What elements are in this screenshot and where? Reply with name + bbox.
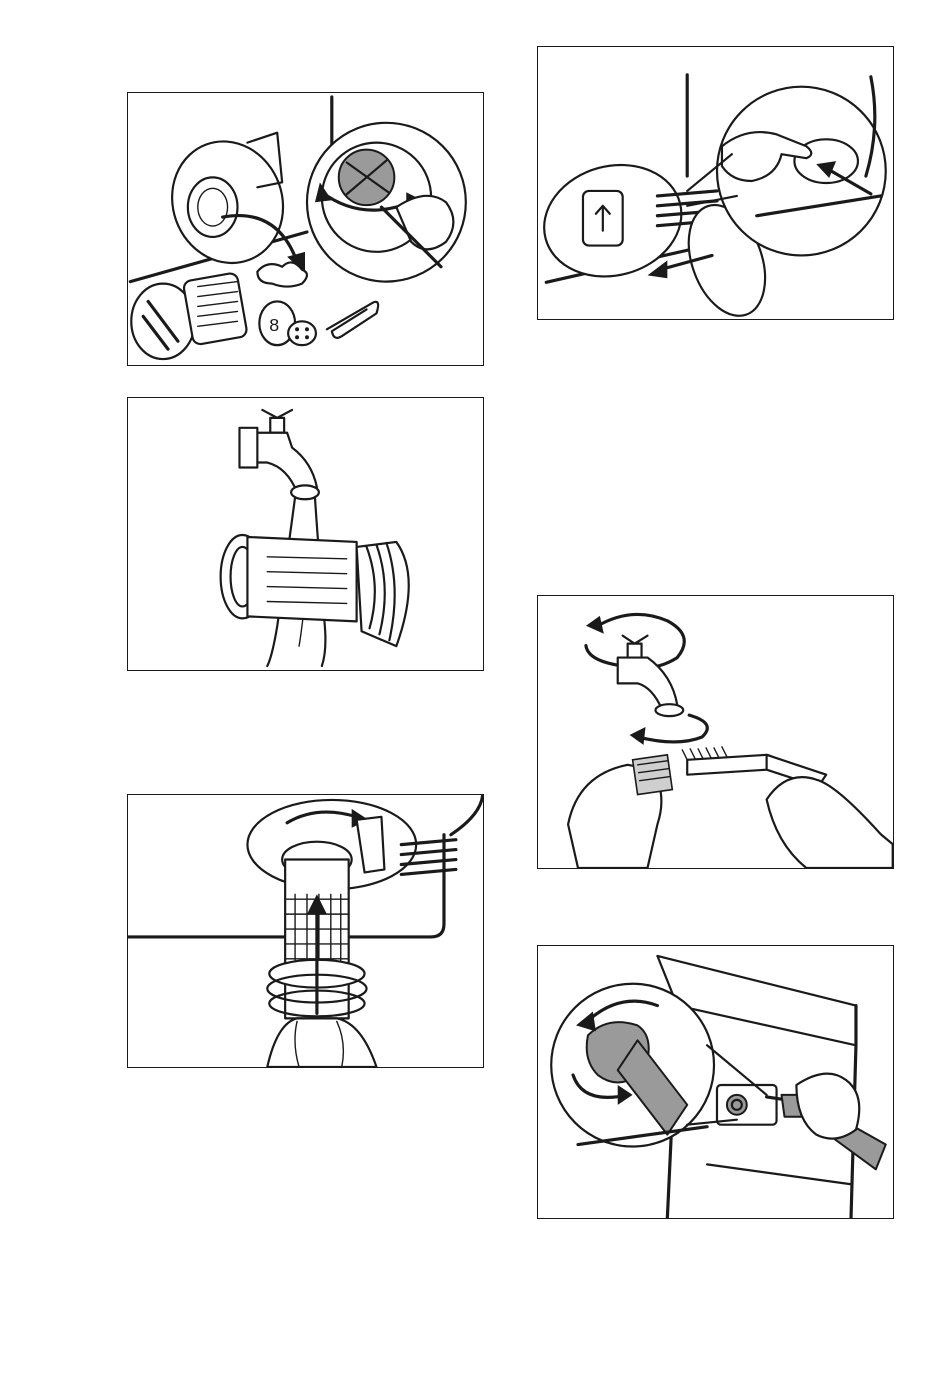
figure-rinse-filter — [127, 397, 484, 671]
clean-filter-illustration: 8 — [128, 93, 483, 365]
hand-icon — [767, 777, 893, 868]
button-icon — [288, 321, 316, 345]
figure-close-flap — [537, 46, 894, 320]
tap-icon — [262, 410, 292, 418]
figure-clean-tap — [537, 595, 894, 869]
svg-text:8: 8 — [269, 315, 279, 335]
figure-insert-filter — [127, 794, 484, 1068]
hand-icon — [267, 1018, 376, 1067]
hand-icon — [796, 1074, 859, 1139]
figure-clean-filter: 8 — [127, 92, 484, 366]
brush-icon — [687, 755, 775, 775]
rinse-filter-illustration — [128, 398, 483, 670]
figure-unscrew-hose — [537, 945, 894, 1219]
paperclip-icon — [327, 302, 378, 338]
rotate-arrow-icon — [638, 715, 708, 742]
insert-filter-illustration — [128, 795, 483, 1067]
lint-cloud-icon — [257, 262, 307, 286]
close-flap-illustration — [538, 47, 893, 319]
tap-icon — [623, 636, 648, 644]
unscrew-hose-illustration — [538, 946, 893, 1218]
clean-tap-illustration — [538, 596, 893, 868]
